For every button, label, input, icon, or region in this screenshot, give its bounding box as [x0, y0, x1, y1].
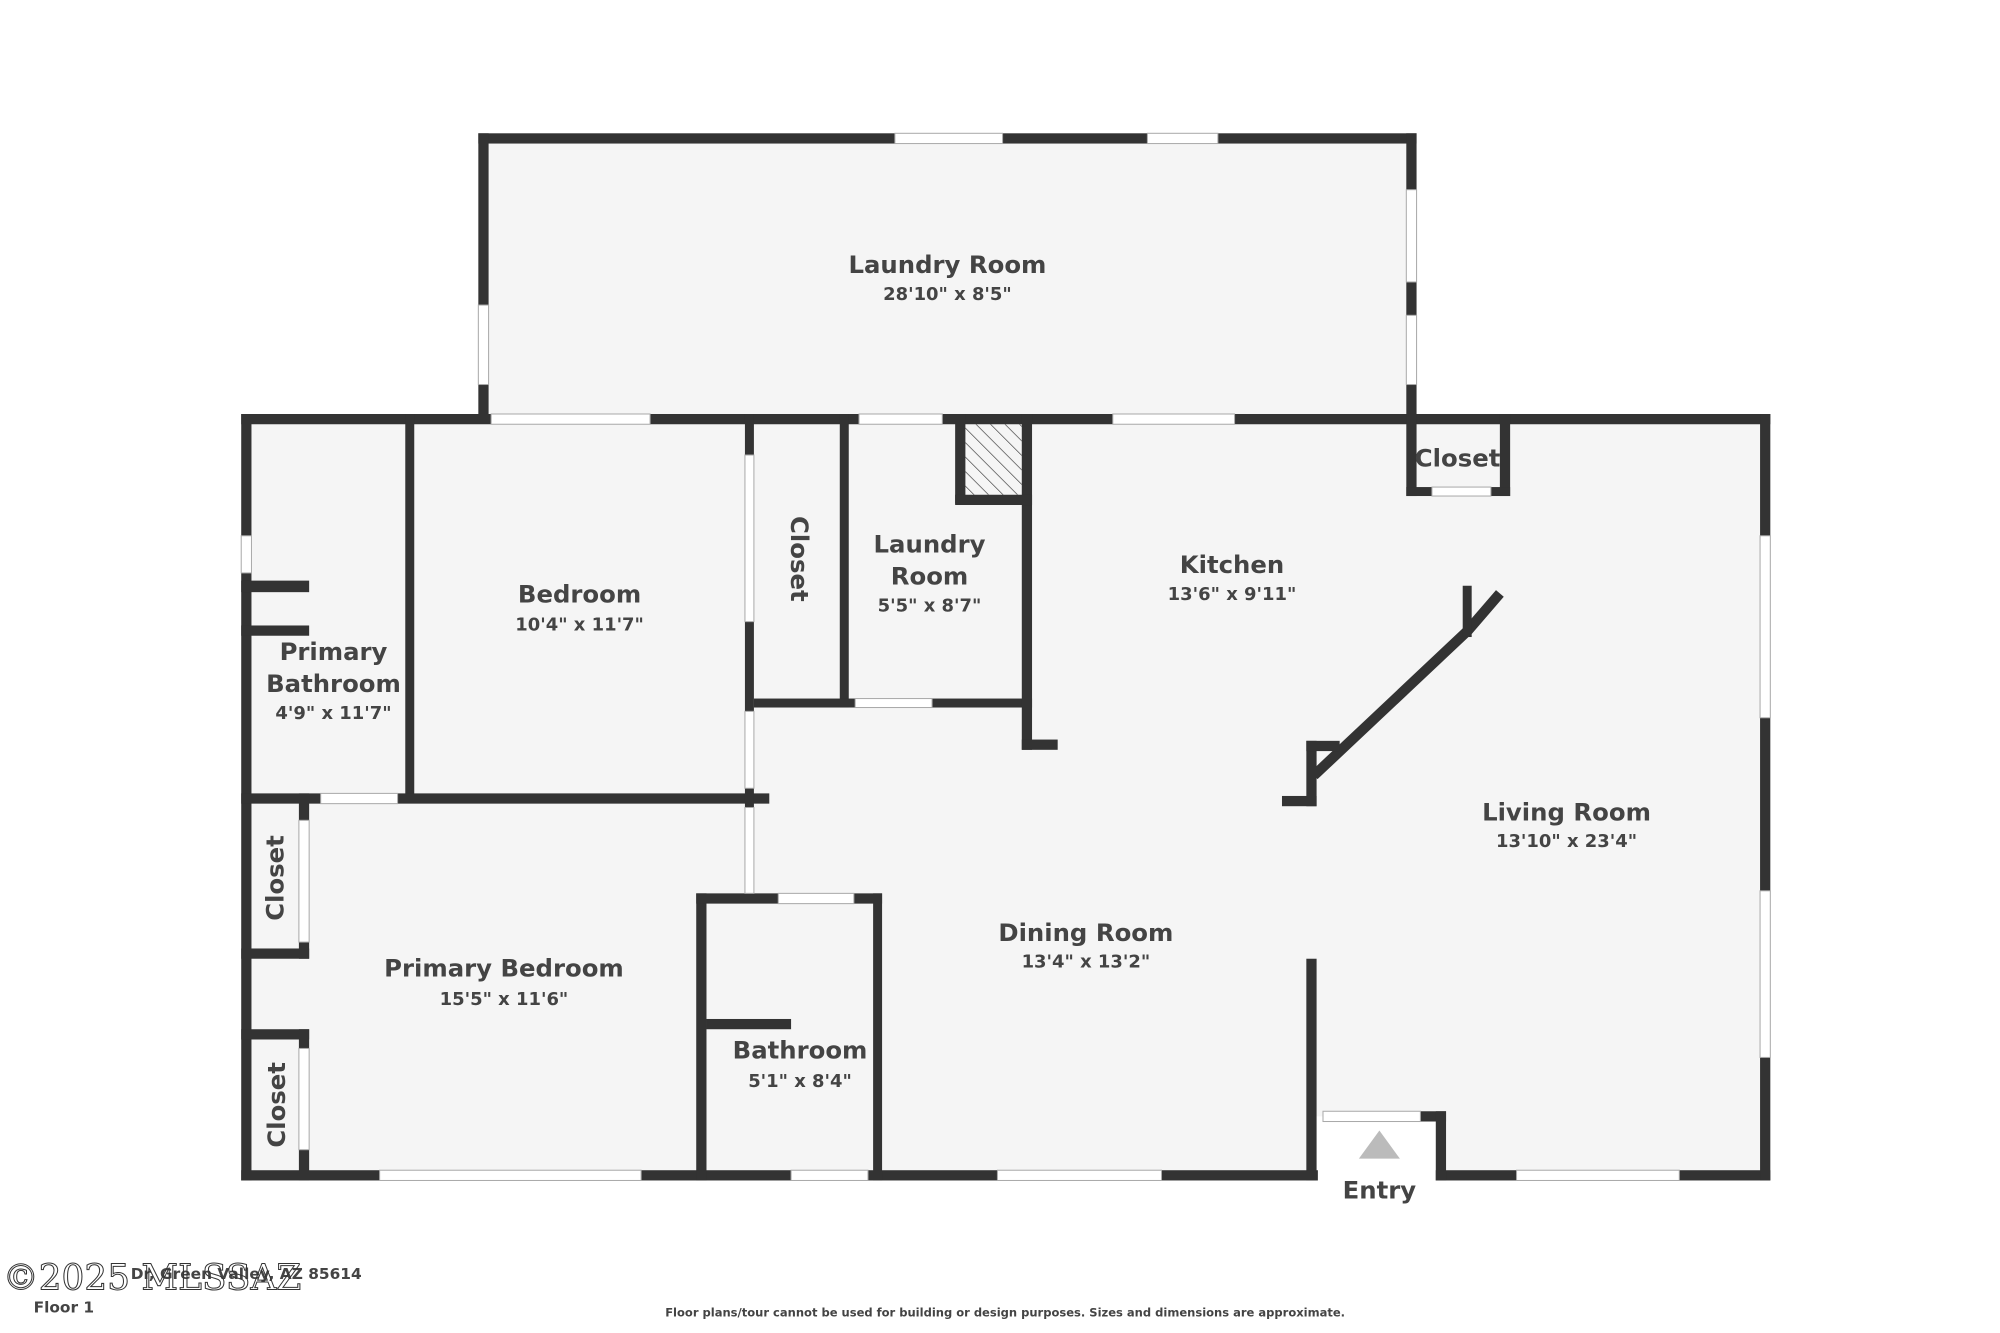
- room-name-entry: Entry: [1343, 1175, 1417, 1204]
- room-name-primary-bathroom-1: Primary: [280, 637, 388, 666]
- room-name-dining-room: Dining Room: [998, 918, 1173, 947]
- room-name-bedroom: Bedroom: [518, 579, 641, 608]
- room-name-living-room: Living Room: [1482, 797, 1651, 826]
- room-dim-bathroom: 5'1" x 8'4": [748, 1071, 852, 1092]
- room-name-laundry-room: Laundry Room: [848, 250, 1046, 279]
- room-name-kitchen: Kitchen: [1180, 550, 1284, 579]
- watermark: ©2025 MLSSAZ: [3, 1257, 302, 1298]
- room-dim-kitchen: 13'6" x 9'11": [1168, 584, 1297, 605]
- room-name-kitchen-closet: Closet: [1415, 444, 1501, 473]
- room-dim-bedroom: 10'4" x 11'7": [515, 615, 644, 636]
- room-dim-laundry-small: 5'5" x 8'7": [878, 595, 982, 616]
- room-name-closet-pb-bottom: Closet: [262, 1062, 291, 1148]
- room-dim-laundry-room: 28'10" x 8'5": [883, 284, 1012, 305]
- room-name-laundry-small-1: Laundry: [874, 529, 986, 558]
- floor-fill-laundry: [483, 138, 1412, 421]
- room-dim-living-room: 13'10" x 23'4": [1496, 831, 1637, 852]
- entry-arrow-icon: [1358, 1130, 1400, 1159]
- disclaimer-text: Floor plans/tour cannot be used for buil…: [665, 1305, 1345, 1319]
- room-dim-primary-bedroom: 15'5" x 11'6": [440, 989, 569, 1010]
- room-dim-primary-bathroom: 4'9" x 11'7": [275, 703, 391, 724]
- room-name-primary-bathroom-2: Bathroom: [266, 669, 401, 698]
- floor-label: Floor 1: [34, 1298, 95, 1316]
- room-dim-dining-room: 13'4" x 13'2": [1022, 952, 1151, 973]
- address-text: Dr, Green Valley, AZ 85614: [131, 1265, 362, 1283]
- room-name-laundry-small-2: Room: [891, 561, 969, 590]
- room-name-closet-pb-top: Closet: [261, 835, 290, 921]
- room-name-closet-vertical: Closet: [785, 516, 814, 602]
- chimney-hatch: [965, 424, 1022, 495]
- windows-and-doors: [240, 132, 1771, 1181]
- room-name-primary-bedroom: Primary Bedroom: [384, 954, 624, 983]
- room-name-bathroom: Bathroom: [733, 1036, 868, 1065]
